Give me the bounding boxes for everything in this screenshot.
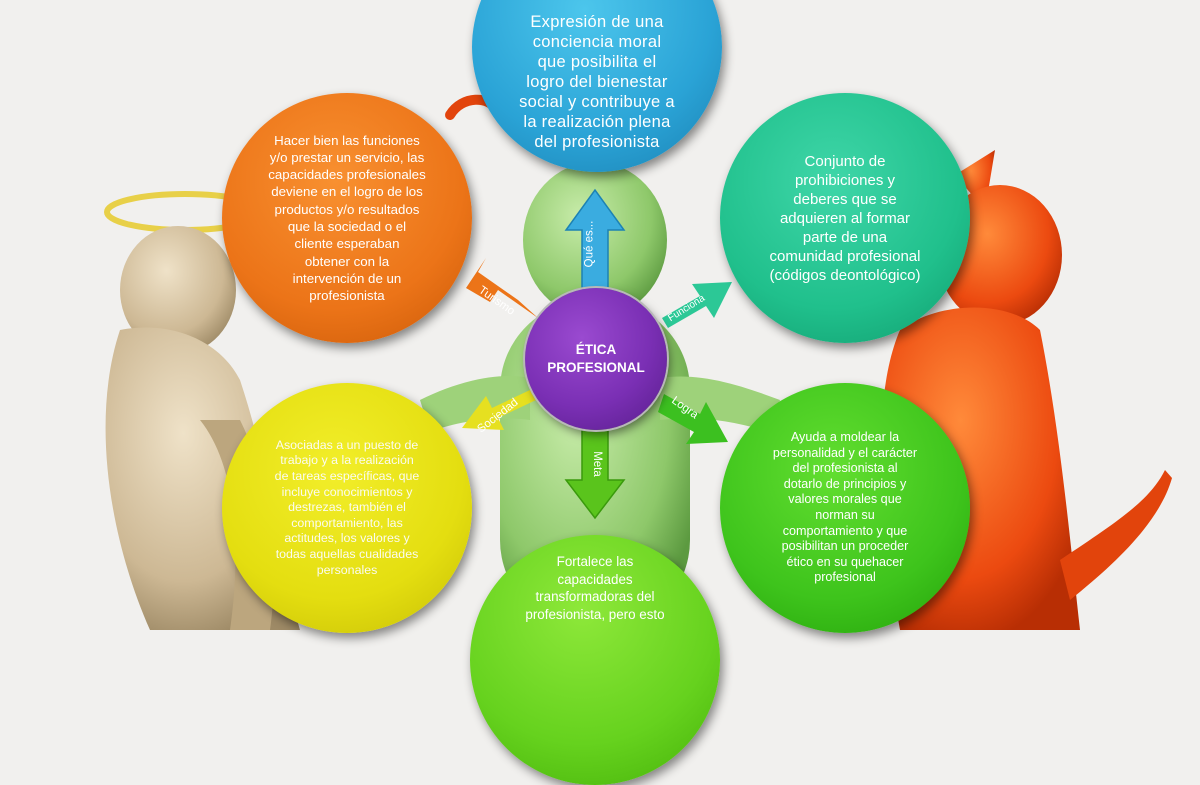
arrow-top-left (466, 258, 538, 318)
node-top-right-text: Conjunto de prohibiciones y deberes que … (769, 152, 921, 284)
arrow-bottom-right (658, 394, 728, 444)
node-top-left: Hacer bien las funciones y/o prestar un … (222, 93, 472, 343)
center-node: ÉTICA PROFESIONAL (525, 288, 667, 430)
node-bottom-left: Asociadas a un puesto de trabajo y a la … (222, 383, 472, 633)
node-bottom-right: Ayuda a moldear la personalidad y el car… (720, 383, 970, 633)
arrow-label-bottom: Meta (590, 451, 603, 477)
node-bottom-text: Fortalece las capacidades transformadora… (525, 554, 665, 622)
center-node-line2: PROFESIONAL (547, 360, 645, 375)
green-figure-left-arm (420, 376, 530, 432)
arrow-bottom (564, 429, 626, 520)
node-bottom-left-text: Asociadas a un puesto de trabajo y a la … (274, 437, 420, 577)
node-bottom-right-text: Ayuda a moldear la personalidad y el car… (772, 430, 918, 585)
devil-tail (1060, 470, 1172, 600)
arrows (462, 188, 732, 520)
center-node-line1: ÉTICA (575, 342, 617, 357)
node-top-left-text: Hacer bien las funciones y/o prestar un … (268, 132, 426, 304)
node-top-text: Expresión de una conciencia moral que po… (519, 13, 675, 151)
arrow-bottom-left (462, 390, 536, 430)
node-top-right: Conjunto de prohibiciones y deberes que … (720, 93, 970, 343)
arrow-top-right (662, 282, 732, 328)
node-bottom: Fortalece las capacidades transformadora… (470, 535, 720, 785)
arrow-top (564, 188, 626, 291)
angel-head (120, 226, 236, 354)
arrow-label-top: Qué es... (583, 220, 596, 268)
